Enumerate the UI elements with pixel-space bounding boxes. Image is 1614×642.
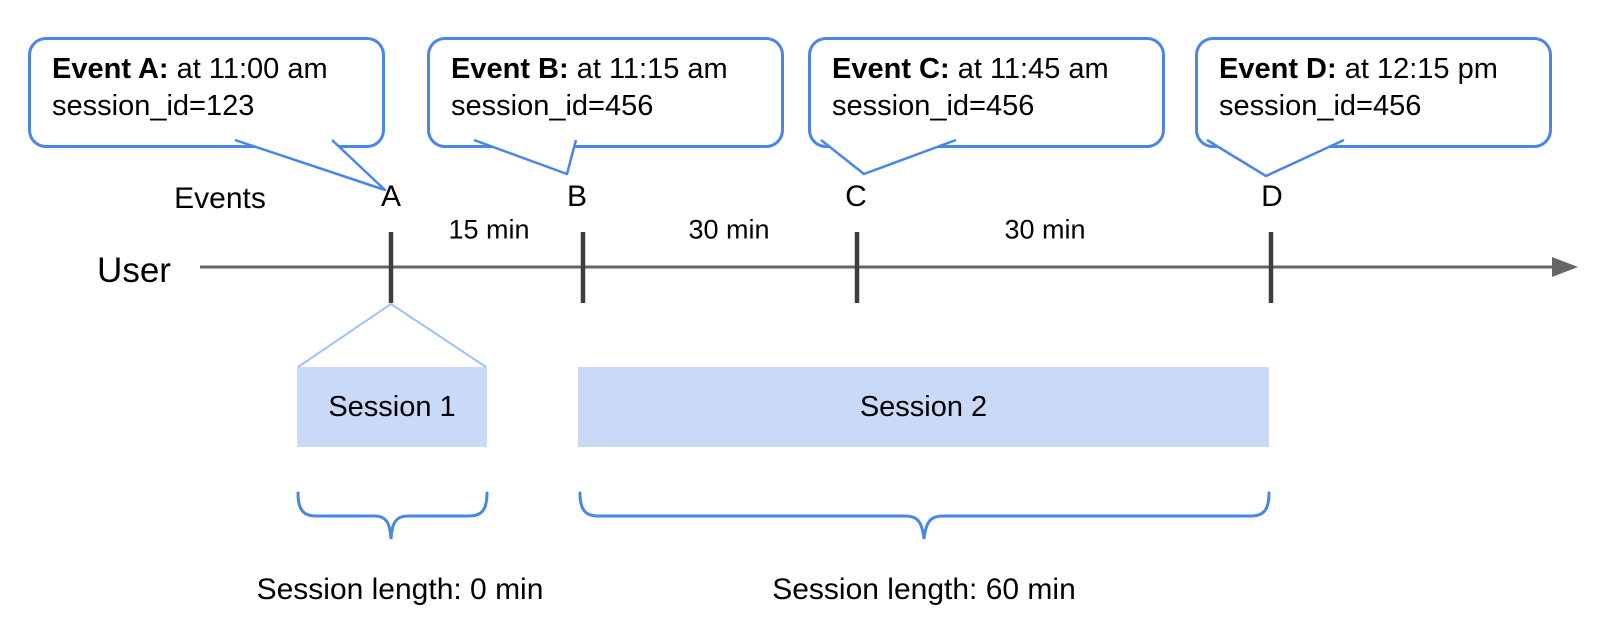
timeline-arrowhead — [1552, 257, 1578, 277]
interval-c-d-label: 30 min — [1004, 214, 1086, 245]
events-row-label: Events — [174, 182, 266, 215]
event-a-callout-line1: Event A: at 11:00 am — [52, 51, 372, 88]
event-a-callout-title: Event A: — [52, 53, 169, 85]
event-a-callout-time: at 11:00 am — [168, 53, 328, 85]
event-c-callout: Event C: at 11:45 am session_id=456 — [808, 37, 1165, 148]
session-1-box: Session 1 — [297, 367, 487, 447]
session-1-brace — [296, 491, 489, 540]
session-1-length-label: Session length: 0 min — [256, 573, 544, 606]
event-a-callout: Event A: at 11:00 am session_id=123 — [28, 37, 385, 148]
event-c-label: C — [845, 180, 867, 213]
event-d-callout-session: session_id=456 — [1219, 90, 1422, 122]
event-c-callout-session: session_id=456 — [832, 90, 1035, 122]
event-b-callout: Event B: at 11:15 am session_id=456 — [427, 37, 784, 148]
interval-b-c-label: 30 min — [688, 214, 770, 245]
session-2-length-label: Session length: 60 min — [772, 573, 1076, 606]
event-c-callout-line1: Event C: at 11:45 am — [832, 51, 1152, 88]
event-c-callout-title: Event C: — [832, 53, 950, 85]
session-2-box: Session 2 — [578, 367, 1269, 447]
event-b-callout-line1: Event B: at 11:15 am — [451, 51, 771, 88]
session-2-label: Session 2 — [859, 390, 988, 423]
session-2-brace — [578, 491, 1271, 540]
event-a-callout-session: session_id=123 — [52, 90, 255, 122]
session-1-funnel-lines — [297, 302, 487, 368]
event-d-callout-time: at 12:15 pm — [1336, 53, 1498, 85]
user-row-label: User — [97, 251, 171, 290]
event-b-callout-title: Event B: — [451, 53, 569, 85]
event-d-label: D — [1261, 180, 1283, 213]
event-b-label: B — [566, 180, 588, 213]
event-b-callout-session: session_id=456 — [451, 90, 654, 122]
session-1-label: Session 1 — [328, 390, 456, 423]
event-d-callout: Event D: at 12:15 pm session_id=456 — [1195, 37, 1552, 148]
event-d-callout-line1: Event D: at 12:15 pm — [1219, 51, 1539, 88]
event-d-callout-title: Event D: — [1219, 53, 1337, 85]
event-c-callout-time: at 11:45 am — [949, 53, 1109, 85]
event-b-callout-time: at 11:15 am — [568, 53, 728, 85]
event-a-label: A — [380, 180, 402, 213]
interval-a-b-label: 15 min — [448, 214, 530, 245]
